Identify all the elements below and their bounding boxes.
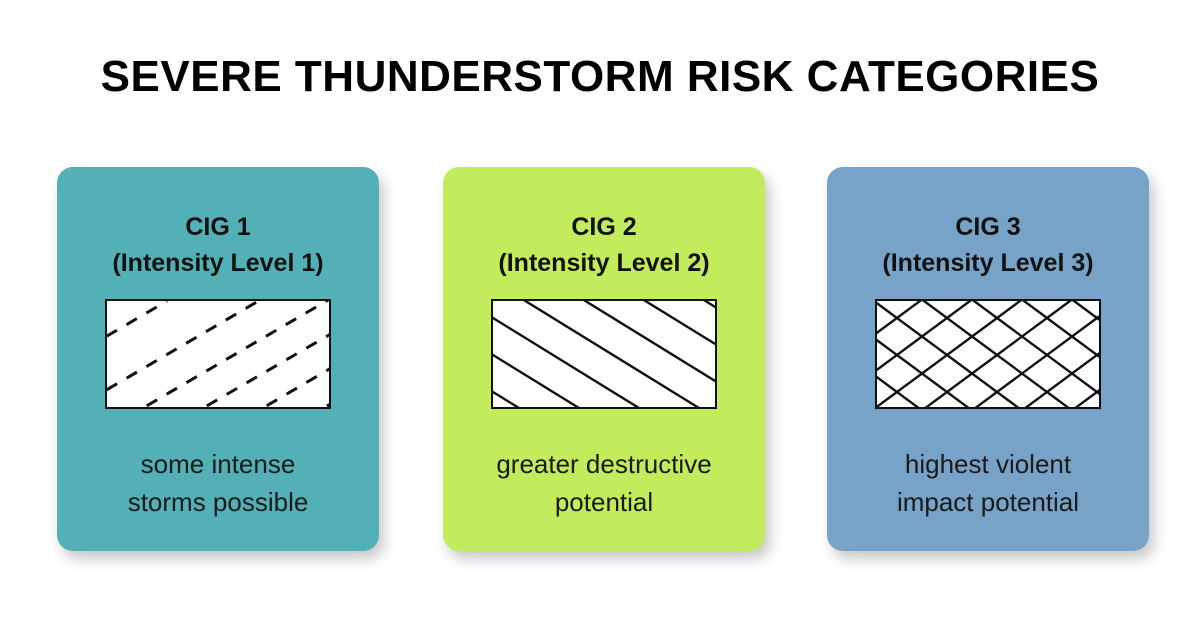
category-name: CIG 1: [185, 213, 251, 241]
description-line: highest violent: [904, 449, 1072, 479]
description-line: storms possible: [127, 487, 309, 517]
category-name: CIG 2: [571, 213, 637, 241]
description-line: impact potential: [896, 487, 1080, 517]
diagonal-hatch-graphic: [493, 301, 715, 407]
category-card-cig-1: CIG 1 (Intensity Level 1) some intense s…: [57, 167, 379, 551]
cross-hatch-graphic: [877, 301, 1099, 407]
page-title: SEVERE THUNDERSTORM RISK CATEGORIES: [100, 52, 1100, 101]
card-description: highest violent impact potential: [827, 445, 1149, 521]
category-card-cig-2: CIG 2 (Intensity Level 2) greater destru…: [443, 167, 765, 551]
description-line: greater destructive: [496, 449, 712, 479]
description-line: some intense: [140, 449, 296, 479]
card-title: CIG 3 (Intensity Level 3): [827, 209, 1149, 281]
dashed-hatch-graphic: [107, 301, 329, 407]
category-name: CIG 3: [955, 213, 1021, 241]
cross-hatch-pattern: [875, 299, 1101, 409]
card-title: CIG 1 (Intensity Level 1): [57, 209, 379, 281]
card-title: CIG 2 (Intensity Level 2): [443, 209, 765, 281]
category-card-cig-3: CIG 3 (Intensity Level 3): [827, 167, 1149, 551]
dashed-hatch-pattern: [105, 299, 331, 409]
category-level: (Intensity Level 2): [498, 249, 710, 277]
diagonal-hatch-pattern: [491, 299, 717, 409]
category-level: (Intensity Level 1): [112, 249, 324, 277]
category-level: (Intensity Level 3): [882, 249, 1094, 277]
card-description: greater destructive potential: [443, 445, 765, 521]
card-description: some intense storms possible: [57, 445, 379, 521]
description-line: potential: [554, 487, 654, 517]
